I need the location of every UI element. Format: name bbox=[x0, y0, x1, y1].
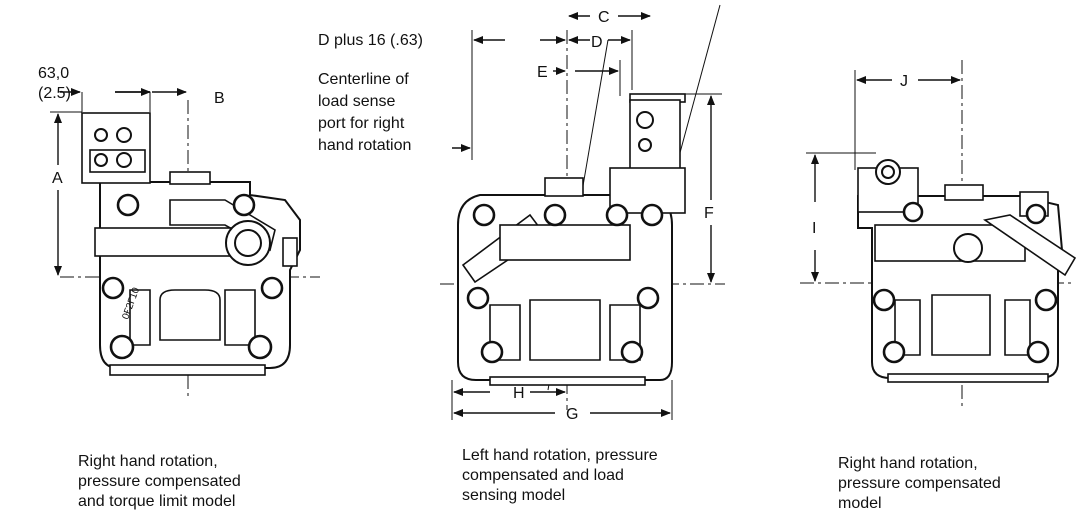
caption-torque-limit: Right hand rotation, pressure compensate… bbox=[78, 453, 245, 510]
dim-a-label: A bbox=[52, 170, 63, 187]
dim-c-label: C bbox=[598, 9, 610, 26]
dim-offset-inch: (2.5) bbox=[38, 85, 71, 102]
dim-g-label: G bbox=[566, 406, 578, 423]
dim-e-label: E bbox=[537, 64, 548, 81]
pump-body bbox=[457, 93, 686, 386]
dim-i-label: I bbox=[812, 220, 816, 237]
dim-d-label: D bbox=[591, 34, 603, 51]
pump-body bbox=[857, 159, 1077, 383]
dim-f-label: F bbox=[704, 205, 714, 222]
dim-offset-value: 63,0 bbox=[38, 65, 69, 82]
caption-load-sensing: Left hand rotation, pressure compensated… bbox=[462, 447, 662, 504]
centerline-note: Centerline of load sense port for right … bbox=[318, 71, 413, 154]
caption-pressure-compensated: Right hand rotation, pressure compensate… bbox=[838, 455, 1005, 512]
dim-d-plus-label: D plus 16 (.63) bbox=[318, 32, 423, 49]
view-torque-limit-model: 0Ғ2Г10 63,0 (2.5) B A Right hand rotatio… bbox=[38, 65, 320, 510]
view-load-sensing-model: C D plus 16 (.63) D E Centerline of load… bbox=[318, 4, 725, 504]
dim-j-label: J bbox=[900, 73, 908, 90]
pump-body: 0Ғ2Г10 bbox=[81, 112, 301, 376]
dim-b-label: B bbox=[214, 90, 225, 107]
dim-h-label: H bbox=[513, 385, 525, 402]
view-pressure-compensated-model: J I Right hand rotation, pressure compen… bbox=[800, 60, 1077, 512]
